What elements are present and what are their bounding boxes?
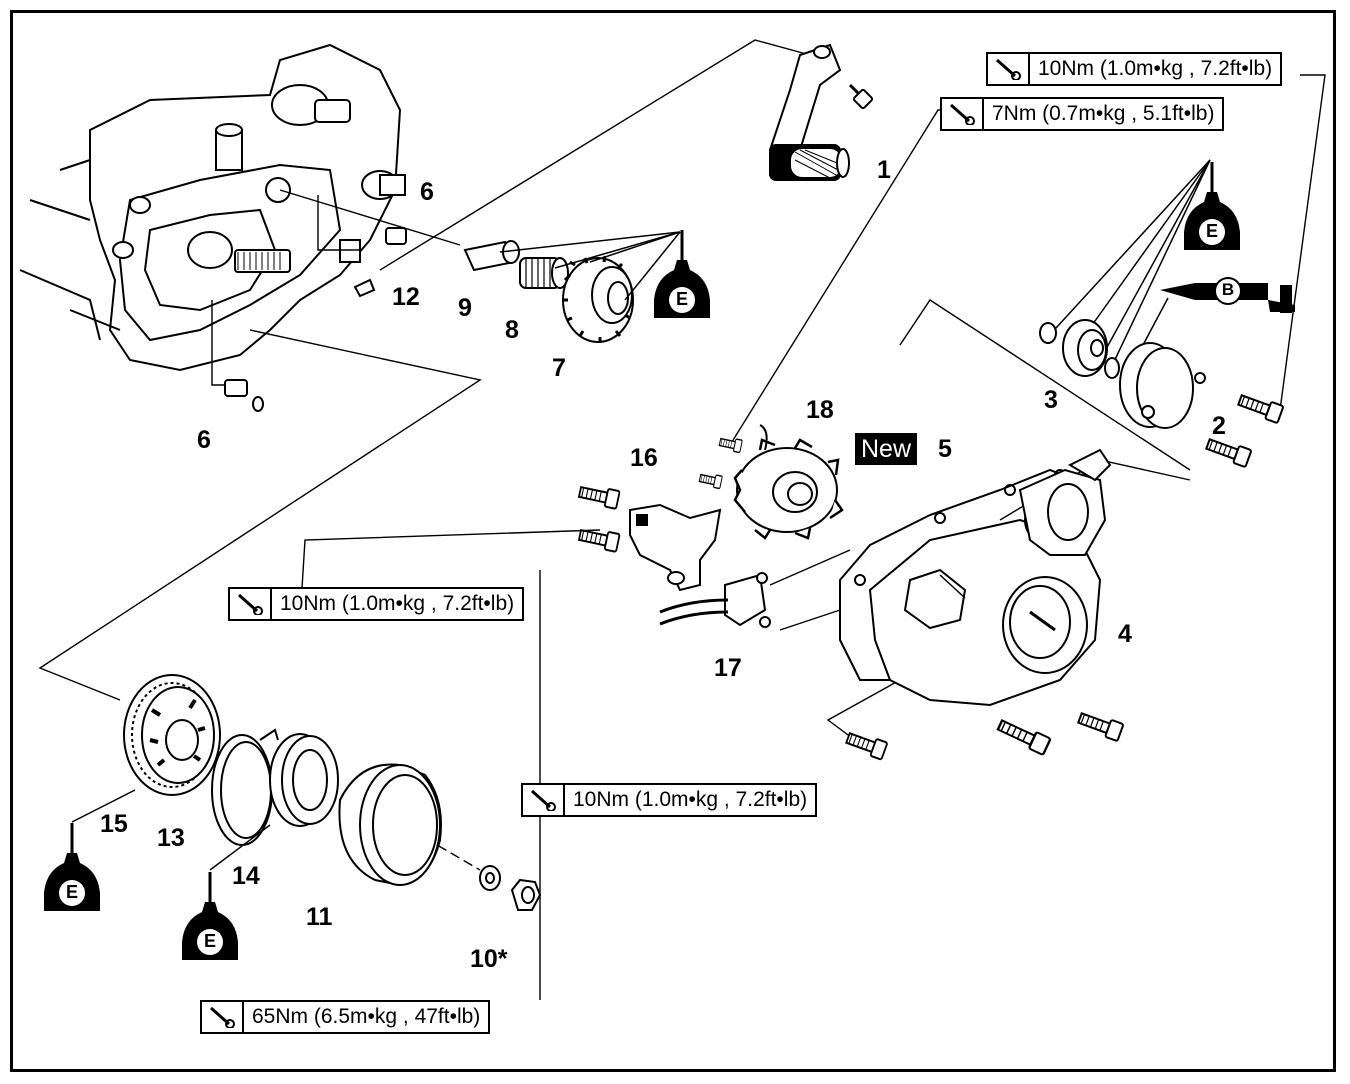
part-label: 6 [197,426,211,454]
part-12-key [353,278,376,298]
part-label: 4 [1118,620,1132,648]
part-label: 8 [505,316,519,344]
part-16-bracket [629,503,722,592]
part-label: 14 [232,862,260,890]
part-label: 2 [1212,412,1226,440]
wrench-icon [523,785,565,815]
wrench-icon [988,54,1030,84]
torque-value: 10Nm (1.0m•kg , 7.2ft•lb) [573,788,808,811]
torque-value: 65Nm (6.5m•kg , 47ft•lb) [252,1005,481,1028]
part-3-gear [1039,319,1120,379]
part-13-plate [211,728,279,846]
part-9-collar [463,240,520,272]
part-label: 18 [806,396,834,424]
part-label: 13 [157,824,185,852]
part-6-dowel-upper [385,227,407,245]
torque-value: 7Nm (0.7m•kg , 5.1ft•lb) [992,102,1215,125]
part-label: 9 [458,294,472,322]
part-2-cover [1119,342,1206,429]
part-label: 7 [552,354,566,382]
torque-value: 10Nm (1.0m•kg , 7.2ft•lb) [280,592,515,615]
torque-spec-box: 65Nm (6.5m•kg , 47ft•lb) [200,1000,491,1034]
part-label: 16 [630,444,658,472]
part-4-crankcase-cover [868,448,1112,707]
oil-type-label: E [203,931,216,951]
part-11-flywheel [338,763,442,887]
diagram-frame [10,10,1336,1072]
part-18-stator [733,424,844,540]
part-6-dowel-lower [224,379,264,412]
part-label: 1 [877,156,891,184]
part-label: 12 [392,283,420,311]
part-label: 6 [420,178,434,206]
part-label: 3 [1044,386,1058,414]
oil-type-label: E [675,289,688,309]
torque-spec-box: 7Nm (0.7m•kg , 5.1ft•lb) [940,97,1225,131]
oil-type-label: E [65,882,78,902]
torque-spec-box: 10Nm (1.0m•kg , 7.2ft•lb) [521,783,818,817]
torque-spec-box: 10Nm (1.0m•kg , 7.2ft•lb) [228,587,525,621]
oil-type-label: E [1205,221,1218,241]
part-label: 17 [714,654,742,682]
part-17-pickup-coil [659,572,771,628]
grease-gun-icon [1134,277,1295,361]
part-1-pedal [768,43,874,181]
part-label: 10* [470,945,508,973]
torque-value: 10Nm (1.0m•kg , 7.2ft•lb) [1038,57,1273,80]
wrench-icon [230,589,272,619]
torque-spec-box: 10Nm (1.0m•kg , 7.2ft•lb) [986,52,1283,86]
wrench-icon [202,1002,244,1032]
part-14-bearing [269,733,339,827]
engine-crankcase [19,43,406,372]
part-label: 11 [306,903,333,931]
part-7-gear [562,255,634,343]
part-10-nut-washer [479,865,542,911]
part-15-gear [123,674,221,796]
grease-type-label: B [1221,280,1235,299]
part-label: 5 [938,435,952,463]
part-8-needle-bearing [519,257,569,289]
new-part-badge: New [855,433,918,465]
part-label: 15 [100,810,128,838]
wrench-icon [942,99,984,129]
